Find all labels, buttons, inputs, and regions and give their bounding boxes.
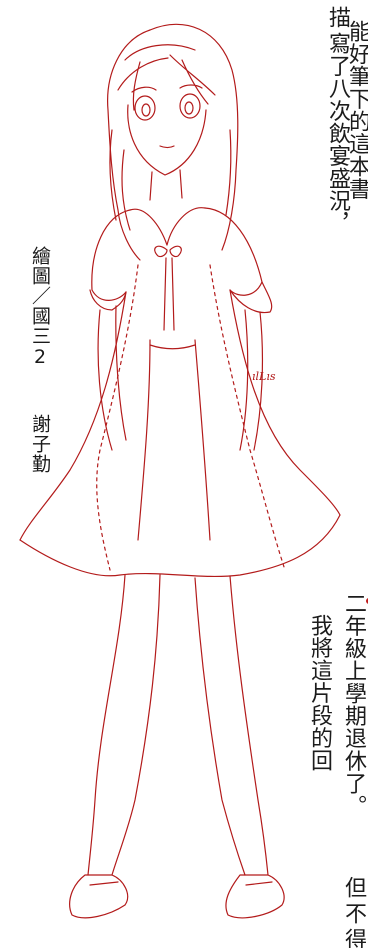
left-eye bbox=[134, 95, 156, 121]
ribbon-tail bbox=[163, 257, 167, 331]
char: 本 bbox=[345, 155, 368, 178]
dress-outline bbox=[19, 291, 127, 541]
ribbon-bow bbox=[154, 245, 168, 258]
left-leg bbox=[87, 574, 126, 876]
char: 下 bbox=[345, 87, 368, 111]
left-arm bbox=[97, 309, 113, 451]
dress-hem bbox=[19, 514, 341, 578]
left-shoe-strap bbox=[89, 881, 119, 886]
text-col-c: 寫了八次飲宴盛況， bbox=[325, 32, 350, 235]
text-col-lower-2: 我將這片段的回 bbox=[307, 614, 332, 772]
char: 描 bbox=[325, 6, 350, 29]
char: 好 bbox=[345, 42, 368, 66]
char: 書 bbox=[345, 177, 368, 201]
char: 的 bbox=[345, 110, 368, 133]
text: 二年級上學期退休了。 bbox=[341, 592, 366, 817]
char: 得 bbox=[341, 928, 366, 948]
right-sleeve-cuff bbox=[229, 281, 273, 314]
ribbon-bow bbox=[169, 245, 182, 258]
lace-panel-left bbox=[96, 264, 139, 571]
hair-strand bbox=[121, 149, 131, 231]
dress-fold bbox=[137, 339, 151, 541]
mouth bbox=[159, 145, 175, 149]
text-col-bottom-2: 不 bbox=[341, 902, 366, 925]
right-pupil bbox=[184, 101, 194, 115]
left-arm bbox=[115, 305, 127, 441]
right-shoe bbox=[225, 874, 285, 919]
bullet-dot bbox=[366, 598, 368, 604]
right-leg bbox=[229, 575, 269, 876]
left-brow bbox=[131, 86, 157, 93]
neck bbox=[149, 171, 153, 201]
char: 這 bbox=[345, 132, 368, 156]
left-leg bbox=[111, 574, 161, 876]
hair-outline bbox=[149, 23, 239, 251]
waist-line bbox=[149, 344, 196, 350]
char: 能 bbox=[345, 20, 368, 43]
left-sleeve bbox=[91, 209, 131, 301]
left-pupil bbox=[141, 103, 151, 117]
hair-strand bbox=[169, 54, 216, 96]
credit-line2: 謝子勤 bbox=[29, 414, 51, 474]
right-arm bbox=[239, 309, 249, 451]
hair-strand bbox=[117, 57, 169, 91]
char: 但 bbox=[341, 876, 366, 899]
illustrator-name: 謝子勤 bbox=[29, 414, 51, 474]
char: 筆 bbox=[345, 65, 368, 88]
left-shoe bbox=[69, 874, 129, 919]
lace-panel-right bbox=[209, 264, 286, 571]
artist-signature: ılLıs bbox=[252, 370, 276, 383]
text-col-bottom-3: 得 bbox=[341, 928, 366, 948]
char: 不 bbox=[341, 902, 366, 925]
dress-outline bbox=[229, 289, 341, 516]
hair-strand bbox=[109, 129, 117, 221]
right-leg bbox=[194, 577, 246, 876]
hair-strand bbox=[124, 44, 196, 61]
hair-strand bbox=[132, 61, 141, 111]
right-eye bbox=[179, 93, 201, 119]
text-col-b: 描 bbox=[325, 6, 350, 29]
signature-text: ılLıs bbox=[252, 370, 276, 383]
right-arm bbox=[253, 311, 264, 451]
text: 我將這片段的回 bbox=[307, 614, 332, 772]
right-shoe-strap bbox=[245, 881, 273, 886]
collar bbox=[129, 207, 206, 246]
text-col-lower-1: 二年級上學期退休了。 bbox=[341, 592, 366, 817]
credit-line1: 繪圖／國三2 bbox=[29, 246, 51, 369]
right-sleeve bbox=[204, 207, 263, 296]
ribbon-tail bbox=[171, 257, 175, 331]
text-col-bottom-1: 但 bbox=[341, 876, 366, 899]
hair-strand bbox=[225, 129, 232, 216]
neck bbox=[179, 169, 183, 199]
hair-strand bbox=[181, 59, 209, 105]
face-outline bbox=[127, 104, 207, 176]
illustration-credit: 繪圖／國三2 bbox=[29, 246, 51, 369]
left-sleeve-cuff bbox=[89, 289, 127, 311]
text-col-a: 能好筆下的這本書 bbox=[345, 20, 368, 201]
right-brow bbox=[179, 84, 203, 89]
text: 寫了八次飲宴盛況， bbox=[325, 32, 350, 235]
dress-fold bbox=[194, 339, 211, 541]
